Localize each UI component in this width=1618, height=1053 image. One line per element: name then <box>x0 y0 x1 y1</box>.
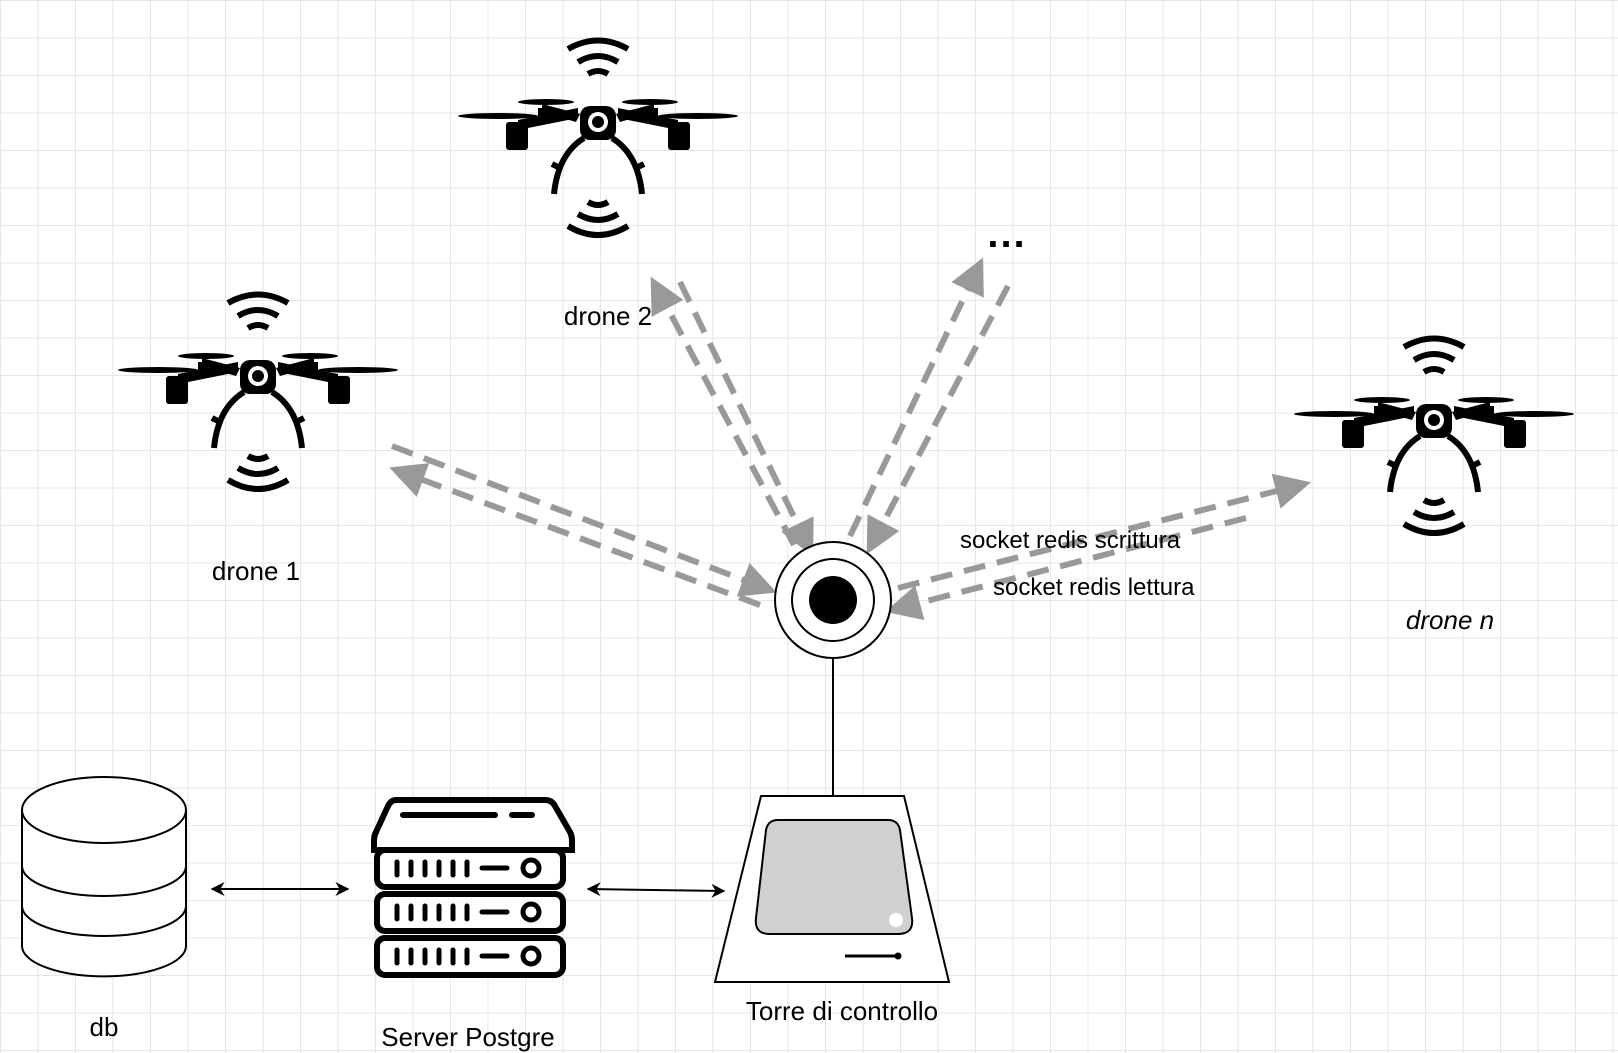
edge-dronen-read <box>885 515 1247 621</box>
edge-label-write: socket redis scrittura <box>960 527 1181 554</box>
tower-label: Torre di controllo <box>745 996 939 1026</box>
database-icon <box>21 776 187 978</box>
edge-server-tower <box>586 882 726 898</box>
edge-more-write <box>866 284 1011 555</box>
drone-1-icon <box>118 295 398 490</box>
server-icon <box>371 797 575 978</box>
edge-more-read <box>847 257 984 538</box>
terminal-icon <box>713 795 951 983</box>
edge-drone1-read <box>389 463 762 608</box>
antenna-icon <box>774 541 892 796</box>
edge-label-read: socket redis lettura <box>993 574 1195 601</box>
server-label: Server Postgre <box>381 1022 555 1052</box>
edge-drone2-read <box>650 276 797 547</box>
edge-drone1-write <box>390 443 777 597</box>
edge-dronen-write <box>897 473 1311 591</box>
drone-n-icon <box>1294 339 1574 534</box>
drone-2-icon <box>458 41 738 236</box>
drone-1-label: drone 1 <box>211 556 301 586</box>
drone-2-label: drone 2 <box>563 301 653 331</box>
edge-drone2-write <box>677 280 814 557</box>
drone-n-label: drone n <box>1405 605 1495 635</box>
more-drones-label: ... <box>987 212 1027 256</box>
db-label: db <box>89 1012 119 1042</box>
